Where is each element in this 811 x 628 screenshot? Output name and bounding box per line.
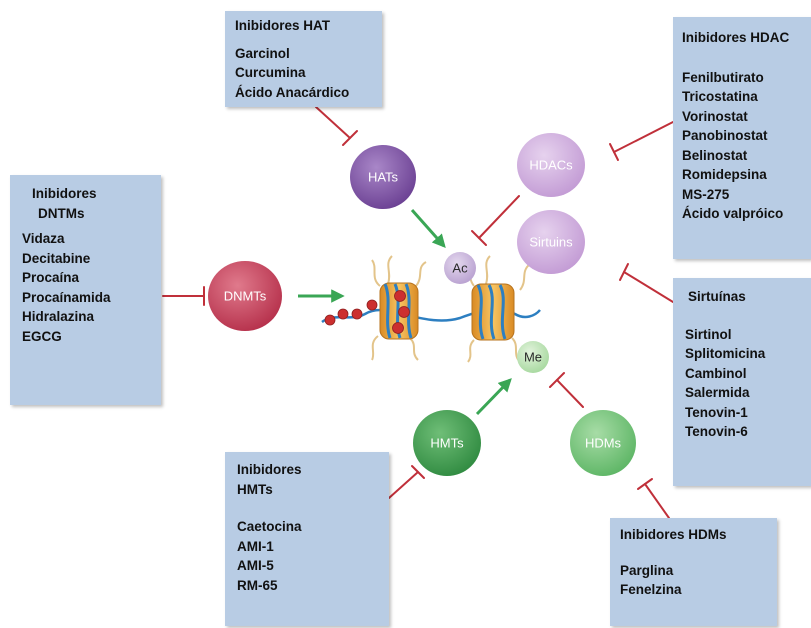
list-item: AMI-5 (237, 558, 274, 573)
box-inibidores-hdms: Inibidores HDMs Parglina Fenelzina (610, 518, 777, 626)
node-hdms: HDMs (570, 410, 636, 476)
list-item: Belinostat (682, 147, 748, 163)
arrow-hats-to-ac (410, 209, 446, 249)
inhibit-sirtuinas-to-sirtuins (619, 263, 674, 303)
list-item: Vidaza (22, 231, 65, 246)
list-item: Panobinostat (682, 128, 768, 143)
node-hdms-label: HDMs (585, 435, 622, 450)
box-inibidores-hmts-list: Caetocina AMI-1 AMI-5 RM-65 (237, 517, 389, 595)
inhibition-lines (162, 106, 674, 519)
node-sirtuins-label: Sirtuins (529, 234, 573, 249)
box-inibidores-dntms: Inibidores DNTMs Vidaza Decitabine Proca… (10, 175, 161, 405)
box-inibidores-hdms-list: Parglina Fenelzina (620, 561, 777, 600)
list-item: MS-275 (682, 186, 730, 202)
inhibit-hdm-to-hdms (637, 478, 670, 519)
inhibit-hdacs-to-ac (471, 195, 520, 246)
node-hdacs-label: HDACs (529, 157, 573, 172)
list-item: Procaína (22, 270, 80, 285)
nucleosome-illustration (321, 255, 541, 363)
box-inibidores-hdac-list: Fenilbutirato Tricostatina Vorinostat Pa… (682, 68, 811, 224)
list-item: Salermida (685, 385, 750, 400)
box-sirtuinas: Sirtuínas Sirtinol Splitomicina Cambinol… (673, 278, 811, 486)
inhibit-hdms-to-me (549, 372, 584, 408)
inhibit-hmt-to-hmts (388, 465, 425, 499)
list-item: Splitomicina (685, 346, 766, 361)
node-hmts-label: HMTs (430, 435, 464, 450)
histone-tails (371, 255, 531, 363)
dna-methyl-marks (324, 290, 410, 334)
inhibit-hat-to-hats (315, 106, 358, 146)
box-inibidores-hat: Inibidores HAT Garcinol Curcumina Ácido … (225, 11, 382, 107)
list-item: EGCG (22, 328, 62, 344)
node-hdacs: HDACs (517, 133, 585, 197)
box-inibidores-dntms-title-1: Inibidores (32, 186, 97, 201)
box-inibidores-hdac-title: Inibidores HDAC (682, 30, 790, 45)
list-item: Hidralazina (22, 309, 95, 324)
list-item: Romidepsina (682, 167, 767, 182)
arrow-hmts-to-me (475, 378, 512, 416)
node-ac: Ac (444, 252, 476, 284)
box-inibidores-hdms-title: Inibidores HDMs (620, 527, 727, 542)
list-item: Garcinol (235, 45, 290, 61)
list-item: Tenovin-1 (685, 404, 748, 420)
node-ac-label: Ac (452, 260, 468, 275)
box-sirtuinas-list: Sirtinol Splitomicina Cambinol Salermida… (685, 325, 811, 442)
box-inibidores-hmts-title-2: HMTs (237, 481, 273, 497)
box-inibidores-hmts-title-1: Inibidores (237, 462, 302, 477)
list-item: Fenelzina (620, 582, 682, 597)
node-hats: HATs (350, 145, 416, 209)
box-inibidores-hdac: Inibidores HDAC Fenilbutirato Tricostati… (673, 17, 811, 259)
box-inibidores-hmts: Inibidores HMTs Caetocina AMI-1 AMI-5 RM… (225, 452, 389, 626)
list-item: RM-65 (237, 577, 278, 593)
list-item: Decitabine (22, 250, 91, 266)
box-inibidores-dntms-list: Vidaza Decitabine Procaína Procaínamida … (22, 229, 161, 346)
list-item: Ácido Anacárdico (235, 84, 350, 100)
list-item: Procaínamida (22, 289, 111, 305)
list-item: Parglina (620, 562, 674, 578)
box-inibidores-hat-list: Garcinol Curcumina Ácido Anacárdico (235, 44, 372, 103)
node-dnmts: DNMTs (208, 261, 282, 331)
box-inibidores-dntms-title-2: DNTMs (38, 205, 85, 221)
node-hmts: HMTs (413, 410, 481, 476)
list-item: Tenovin-6 (685, 424, 748, 439)
list-item: Fenilbutirato (682, 69, 764, 85)
box-sirtuinas-title: Sirtuínas (688, 289, 746, 304)
list-item: Caetocina (237, 519, 302, 534)
node-me: Me (517, 341, 549, 373)
list-item: Vorinostat (682, 108, 748, 124)
list-item: Ácido valpróico (682, 206, 784, 221)
node-me-label: Me (524, 349, 542, 364)
node-sirtuins: Sirtuins (517, 210, 585, 274)
list-item: Tricostatina (682, 89, 758, 104)
list-item: Sirtinol (685, 326, 732, 342)
inhibit-hdac-to-hdacs (609, 121, 674, 161)
node-hats-label: HATs (368, 169, 399, 184)
box-inibidores-hat-title: Inibidores HAT (235, 18, 331, 33)
nucleosome-2 (471, 283, 515, 341)
list-item: Cambinol (685, 365, 747, 381)
node-dnmts-label: DNMTs (224, 288, 267, 303)
activation-arrows (298, 209, 512, 416)
list-item: AMI-1 (237, 538, 274, 554)
list-item: Curcumina (235, 65, 306, 80)
inhibit-dntm-to-dnmts (162, 286, 205, 306)
